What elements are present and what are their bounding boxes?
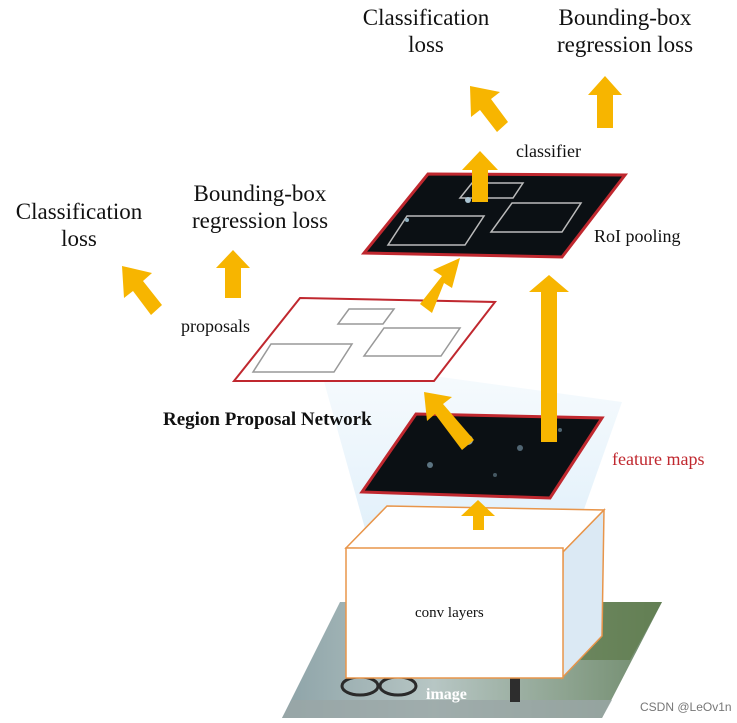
proposal-box [336,308,396,325]
proposal-box [362,327,462,357]
roi-pooling-plane [360,172,629,259]
conv-layers-label: conv layers [415,605,484,621]
conv-layers-box [344,505,606,680]
bbox-regression-loss-left-label: Bounding-box regression loss [191,181,329,233]
arrow-to-bbox-loss-left-icon [216,250,250,298]
feature-maps-label: feature maps [612,449,705,469]
arrow-roi-to-classifier-icon [462,151,498,202]
proposals-label: proposals [181,316,250,336]
arrow-feature-to-roi-icon [529,275,569,442]
watermark: CSDN @LeOv1n [640,700,732,714]
proposals-plane [231,296,498,382]
roi-pooling-label: RoI pooling [594,226,681,246]
classifier-label: classifier [516,141,581,161]
bbox-regression-loss-top-label: Bounding-box regression loss [556,5,694,57]
roi-box [489,202,583,233]
arrow-proposals-to-roi-icon [420,258,460,313]
roi-box [458,182,525,199]
image-label: image [426,686,467,703]
arrow-to-cls-loss-left-icon [122,266,162,315]
classification-loss-left-label: Classification loss [15,199,143,251]
arrow-to-bbox-loss-top-icon [588,76,622,128]
arrow-to-cls-loss-top-icon [470,86,508,132]
arrow-feature-to-rpn-icon [424,392,474,450]
arrow-conv-to-feature-icon [461,500,495,530]
roi-box [386,215,486,246]
classification-loss-top-label: Classification loss [362,5,490,57]
rpn-label: Region Proposal Network [163,409,372,430]
proposal-box [251,343,354,373]
